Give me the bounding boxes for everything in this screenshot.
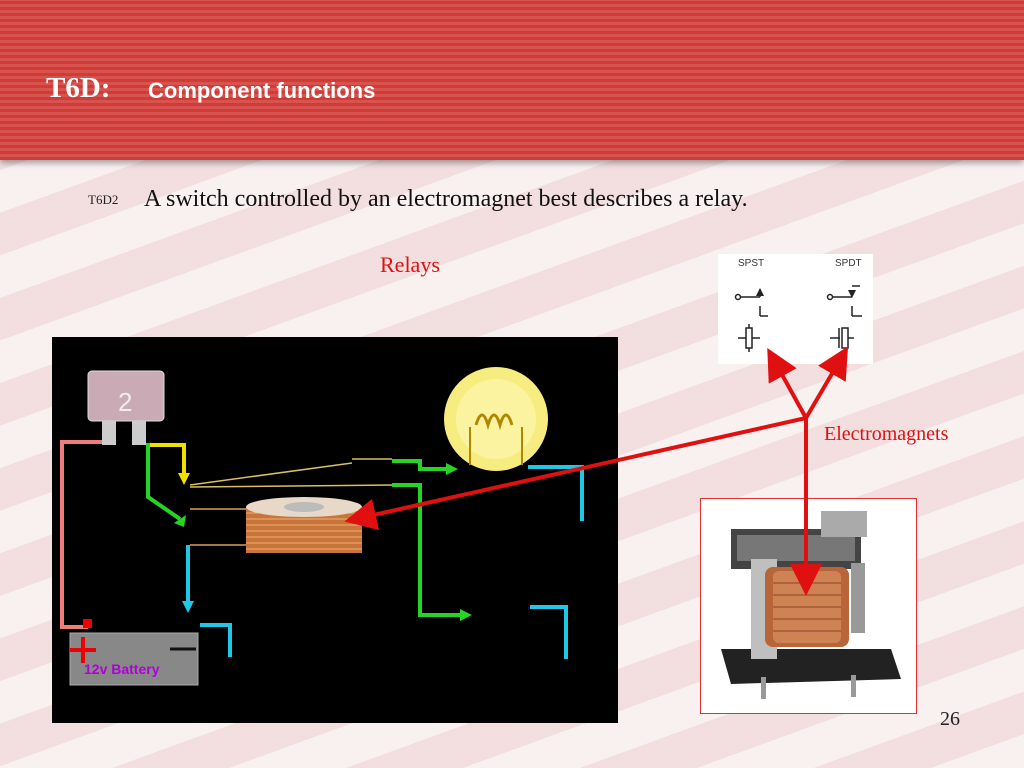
arrow-to-circuit-coil	[344, 416, 807, 531]
yellow-arrow-icon	[178, 473, 190, 485]
page-number: 26	[940, 708, 960, 730]
fuse-value-label: 2	[118, 387, 132, 417]
relay-contacts-icon	[821, 511, 867, 537]
question-code: T6D2	[88, 192, 119, 207]
relay-symbols-diagram	[734, 285, 862, 352]
relay-photo-drawing	[721, 511, 901, 699]
green-arrow-icon	[174, 515, 186, 527]
relay-symbols-panel: SPST SPDT	[718, 254, 873, 364]
lamp-arrow-icon	[446, 463, 458, 475]
electromagnets-caption: Electromagnets	[824, 423, 949, 445]
cyan-wire-battery	[200, 623, 232, 657]
spst-arrow-icon	[756, 288, 764, 296]
fuse-leg-right	[132, 421, 146, 445]
cyan-arrow-icon	[182, 601, 194, 613]
spdt-arrow-down-icon	[848, 290, 856, 298]
cyan-wire-ground	[530, 605, 568, 659]
positive-terminal-icon	[83, 619, 92, 628]
contact-lower	[189, 484, 393, 488]
relay-circuit-diagram: 2	[52, 337, 618, 723]
relay-photo	[700, 498, 917, 714]
yellow-wire	[146, 443, 186, 477]
spst-label: SPST	[738, 258, 765, 269]
ground-green-wire	[392, 483, 462, 617]
title-banner: T6D: Component functions	[0, 0, 1024, 160]
arrow-to-spdt-coil	[804, 346, 849, 420]
ground-arrow-icon	[460, 609, 472, 621]
slide-code: T6D:	[46, 72, 111, 104]
slide-title: Component functions	[148, 78, 376, 103]
lamp-green-wire	[392, 459, 448, 471]
light-bulb-icon	[444, 367, 548, 471]
arrow-to-spst-coil	[767, 348, 808, 419]
fuse-leg-left	[102, 421, 116, 445]
battery-icon	[69, 632, 199, 686]
spdt-label: SPDT	[835, 258, 862, 269]
battery-label: 12v Battery	[84, 661, 160, 677]
positive-wire	[60, 440, 102, 629]
switch-arm	[189, 462, 353, 486]
fuse-icon	[87, 370, 165, 422]
question-text: A switch controlled by an electromagnet …	[144, 186, 748, 212]
circuit-drawing: 2	[60, 367, 584, 686]
green-wire	[146, 443, 182, 521]
relays-caption: Relays	[380, 252, 440, 277]
relay-coil-icon	[246, 497, 362, 553]
spdt-symbol	[826, 285, 862, 349]
